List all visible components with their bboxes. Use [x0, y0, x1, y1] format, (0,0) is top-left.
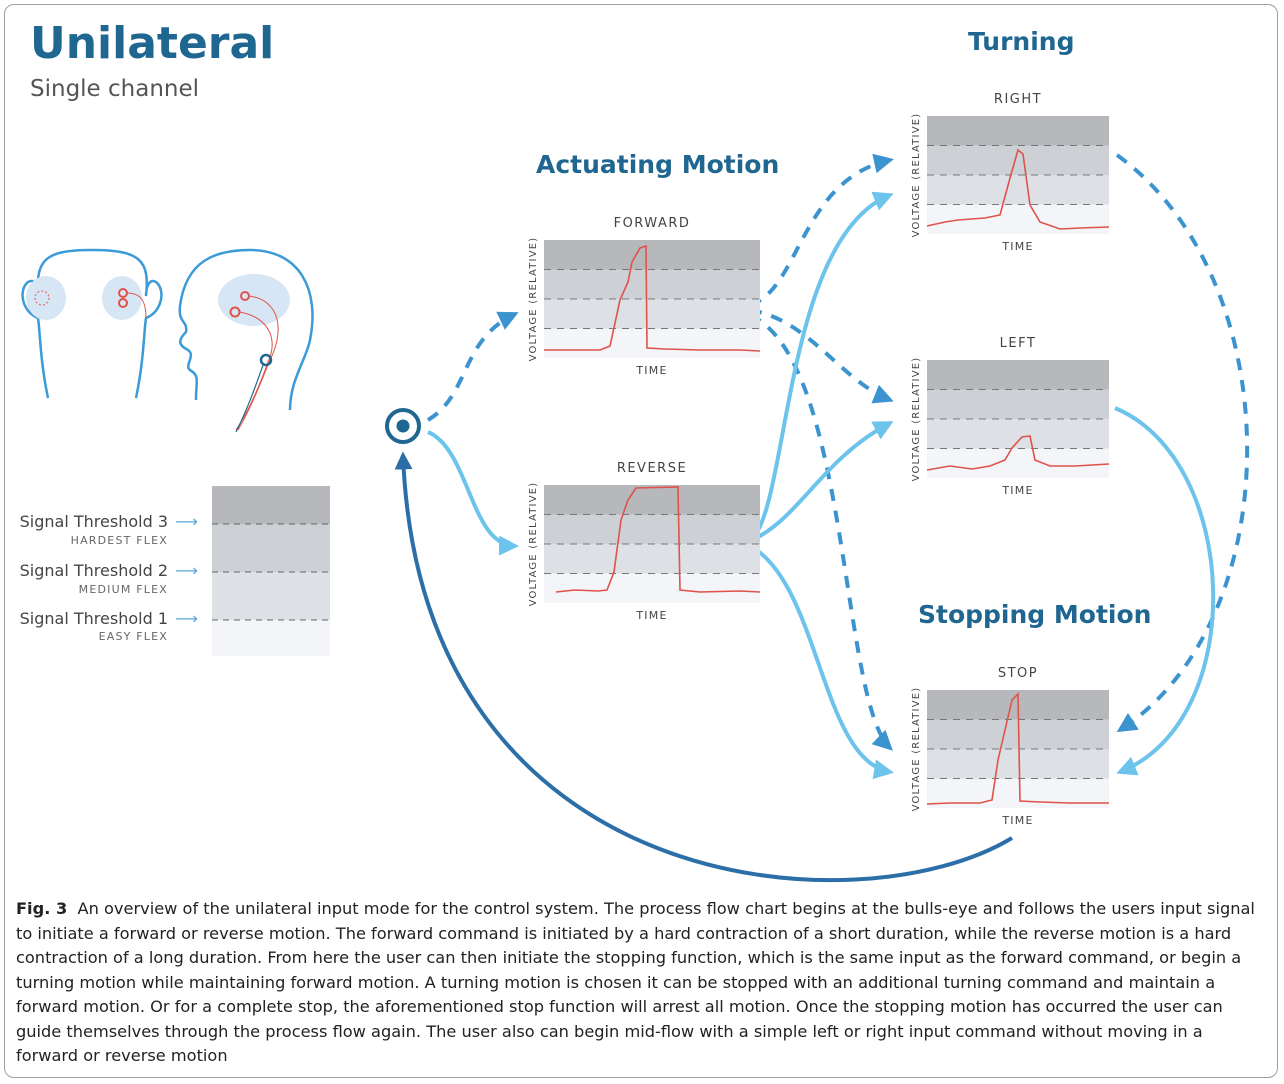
- plot-title: STOP: [998, 666, 1038, 681]
- threshold-3-label: Signal Threshold 3: [19, 512, 168, 531]
- plot-band: [927, 749, 1109, 779]
- bullseye-icon[interactable]: [385, 408, 421, 444]
- page-title: Unilateral: [30, 18, 275, 69]
- y-axis-label: VOLTAGE (RELATIVE): [528, 237, 539, 362]
- threshold-legend: [212, 486, 330, 656]
- x-axis-label: TIME: [635, 609, 667, 622]
- arrow-right-icon: ⟶: [175, 561, 198, 580]
- plot-band: [544, 328, 760, 358]
- y-axis-label: VOLTAGE (RELATIVE): [528, 482, 539, 607]
- arrow-reverse-to-stop: [747, 543, 894, 780]
- plot-band: [927, 360, 1109, 390]
- caption-label: Fig. 3: [16, 899, 68, 918]
- arrow-right-icon: ⟶: [175, 512, 198, 531]
- threshold-3-desc: HARDEST FLEX: [70, 534, 168, 547]
- signal-plots: FORWARD TIME VOLTAGE (RELATIVE) REVERSE TIME…: [528, 92, 1110, 827]
- threshold-2-desc: MEDIUM FLEX: [78, 583, 168, 596]
- page-subtitle: Single channel: [30, 76, 200, 102]
- threshold-1-label: Signal Threshold 1: [19, 609, 168, 628]
- plot-reverse: REVERSE TIME VOLTAGE (RELATIVE): [528, 461, 761, 622]
- signal-trace: [926, 435, 1110, 471]
- plot-band: [927, 204, 1109, 234]
- arrow-reverse-to-left: [747, 421, 894, 544]
- figure-frame: [4, 4, 1278, 1078]
- flow-arrows: [394, 153, 1250, 883]
- plot-band: [544, 544, 760, 574]
- section-turning: Turning: [968, 27, 1075, 56]
- x-axis-label: TIME: [1001, 814, 1033, 827]
- arrow-forward-to-left: [749, 308, 894, 404]
- plot-band: [927, 448, 1109, 478]
- section-stopping: Stopping Motion: [918, 600, 1152, 629]
- threshold-1-desc: EASY FLEX: [98, 630, 168, 643]
- y-axis-label: VOLTAGE (RELATIVE): [911, 687, 922, 812]
- head-back-icon: [21, 248, 163, 399]
- plot-band: [544, 514, 760, 544]
- y-axis-label: VOLTAGE (RELATIVE): [911, 113, 922, 238]
- plot-band: [927, 389, 1109, 419]
- plot-band: [544, 299, 760, 329]
- plot-title: LEFT: [1000, 336, 1037, 351]
- plot-title: RIGHT: [994, 92, 1042, 107]
- arrow-forward-to-stop: [749, 313, 893, 751]
- threshold-2-label: Signal Threshold 2: [19, 561, 168, 580]
- arrow-forward-to-right: [749, 153, 894, 307]
- plot-right: RIGHT TIME VOLTAGE (RELATIVE): [911, 92, 1110, 253]
- arrow-reverse-to-right: [746, 191, 894, 544]
- x-axis-label: TIME: [1001, 484, 1033, 497]
- signal-trace: [544, 244, 761, 352]
- arrow-start-to-reverse: [427, 430, 519, 556]
- plot-title: FORWARD: [614, 216, 691, 231]
- plot-band: [927, 419, 1109, 449]
- plot-stop: STOP TIME VOLTAGE (RELATIVE): [911, 666, 1109, 827]
- plot-band: [544, 485, 760, 515]
- arrow-right-to-stop: [1115, 153, 1250, 733]
- y-axis-label: VOLTAGE (RELATIVE): [911, 357, 922, 482]
- plot-band: [927, 116, 1109, 146]
- section-actuating: Actuating Motion: [536, 150, 780, 179]
- head-side-icon: [178, 248, 314, 433]
- plot-band: [927, 175, 1109, 205]
- plot-forward: FORWARD TIME VOLTAGE (RELATIVE): [528, 216, 761, 377]
- plot-band: [544, 573, 760, 603]
- signal-trace: [926, 148, 1110, 230]
- arrow-right-icon: ⟶: [175, 609, 198, 628]
- signal-trace: [926, 692, 1109, 805]
- x-axis-label: TIME: [1001, 240, 1033, 253]
- arrow-start-to-forward: [426, 311, 519, 422]
- signal-trace: [555, 486, 761, 593]
- caption-text: An overview of the unilateral input mode…: [16, 899, 1255, 1065]
- plot-band: [544, 269, 760, 299]
- plot-band: [544, 240, 760, 270]
- arrow-stop-to-start: [394, 451, 1014, 883]
- plot-title: REVERSE: [617, 461, 687, 476]
- figure-caption: Fig. 3 An overview of the unilateral inp…: [16, 897, 1266, 1069]
- x-axis-label: TIME: [635, 364, 667, 377]
- plot-left: LEFT TIME VOLTAGE (RELATIVE): [911, 336, 1110, 497]
- arrow-left-to-stop: [1114, 406, 1216, 776]
